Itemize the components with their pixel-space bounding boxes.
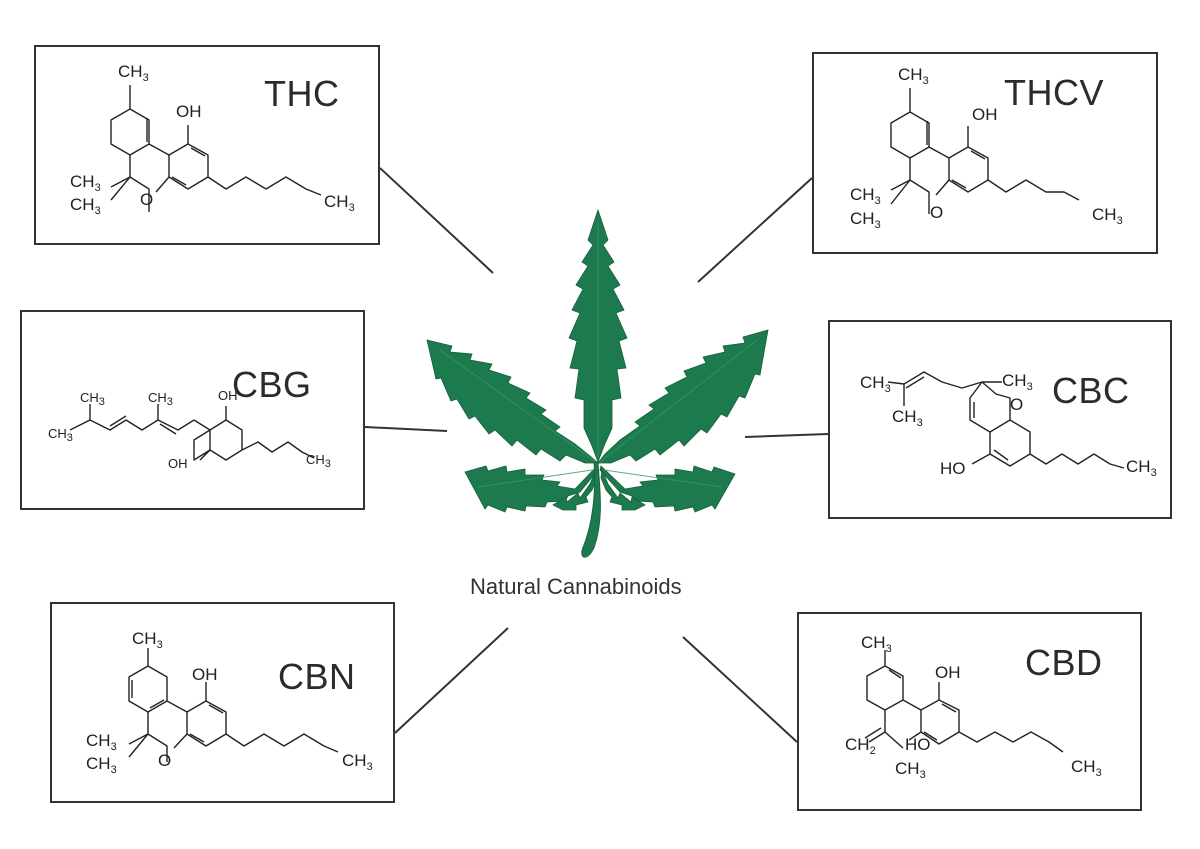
structure-cbd: CH3 OH HO CH2 CH3 CH3 [845,633,1102,781]
molecule-box-cbg: CBG CH3 CH3 CH3 OH OH CH3 [20,310,365,510]
svg-text:CH3: CH3 [1002,371,1033,393]
structure-thc: CH3 OH O CH3 CH3 CH3 [70,62,355,217]
molecule-name-cbc: CBC [1052,370,1130,411]
svg-text:CH3: CH3 [898,65,929,87]
svg-text:CH3: CH3 [86,754,117,776]
connector-cbc [744,433,829,438]
structure-thcv: CH3 OH O CH3 CH3 CH3 [850,65,1123,231]
connector-cbn [394,627,509,734]
structure-cbg: CH3 CH3 CH3 OH OH CH3 [48,388,331,471]
svg-text:CH3: CH3 [861,633,892,655]
svg-text:CH3: CH3 [70,195,101,217]
svg-text:O: O [1010,395,1023,414]
svg-text:CH3: CH3 [895,759,926,781]
svg-text:CH3: CH3 [860,373,891,395]
svg-text:OH: OH [935,663,961,682]
svg-text:O: O [930,203,943,222]
svg-text:CH3: CH3 [86,731,117,753]
svg-text:CH3: CH3 [80,390,105,408]
svg-text:CH3: CH3 [892,407,923,429]
svg-text:OH: OH [218,388,238,403]
connector-cbg [364,426,448,432]
molecule-name-cbg: CBG [232,364,312,405]
svg-text:CH3: CH3 [1092,205,1123,227]
svg-text:CH3: CH3 [70,172,101,194]
connector-thc [379,167,494,274]
molecule-box-thcv: THCV CH3 OH O CH3 CH3 CH3 [812,52,1158,254]
molecule-name-cbd: CBD [1025,642,1103,683]
molecule-box-thc: THC CH3 OH [34,45,380,245]
svg-text:CH3: CH3 [118,62,149,84]
svg-text:CH3: CH3 [48,426,73,444]
diagram-caption: Natural Cannabinoids [470,574,682,599]
svg-text:HO: HO [940,459,966,478]
svg-text:CH3: CH3 [148,390,173,408]
molecule-name-cbn: CBN [278,656,356,697]
connector-thcv [697,177,813,283]
svg-text:CH3: CH3 [132,629,163,651]
svg-text:OH: OH [192,665,218,684]
svg-text:CH3: CH3 [1071,757,1102,779]
svg-text:O: O [140,190,153,209]
svg-text:OH: OH [972,105,998,124]
structure-cbc: CH3 CH3 CH3 O HO CH3 [860,371,1157,479]
molecule-box-cbc: CBC CH3 CH3 CH3 O HO CH3 [828,320,1172,519]
svg-text:CH3: CH3 [850,209,881,231]
connector-cbd [682,636,798,743]
svg-text:CH3: CH3 [1126,457,1157,479]
molecule-box-cbn: CBN CH3 OH O CH3 CH3 CH3 [50,602,395,803]
svg-text:OH: OH [168,456,188,471]
svg-text:HO: HO [905,735,931,754]
svg-text:CH3: CH3 [306,452,331,470]
svg-text:CH3: CH3 [850,185,881,207]
svg-text:OH: OH [176,102,202,121]
molecule-name-thc: THC [264,73,340,114]
molecule-box-cbd: CBD CH3 OH HO CH2 CH3 CH3 [797,612,1142,811]
svg-text:O: O [158,751,171,770]
svg-text:CH2: CH2 [845,735,876,757]
svg-text:CH3: CH3 [342,751,373,773]
structure-cbn: CH3 OH O CH3 CH3 CH3 [86,629,373,776]
molecule-name-thcv: THCV [1004,72,1104,113]
svg-text:CH3: CH3 [324,192,355,214]
